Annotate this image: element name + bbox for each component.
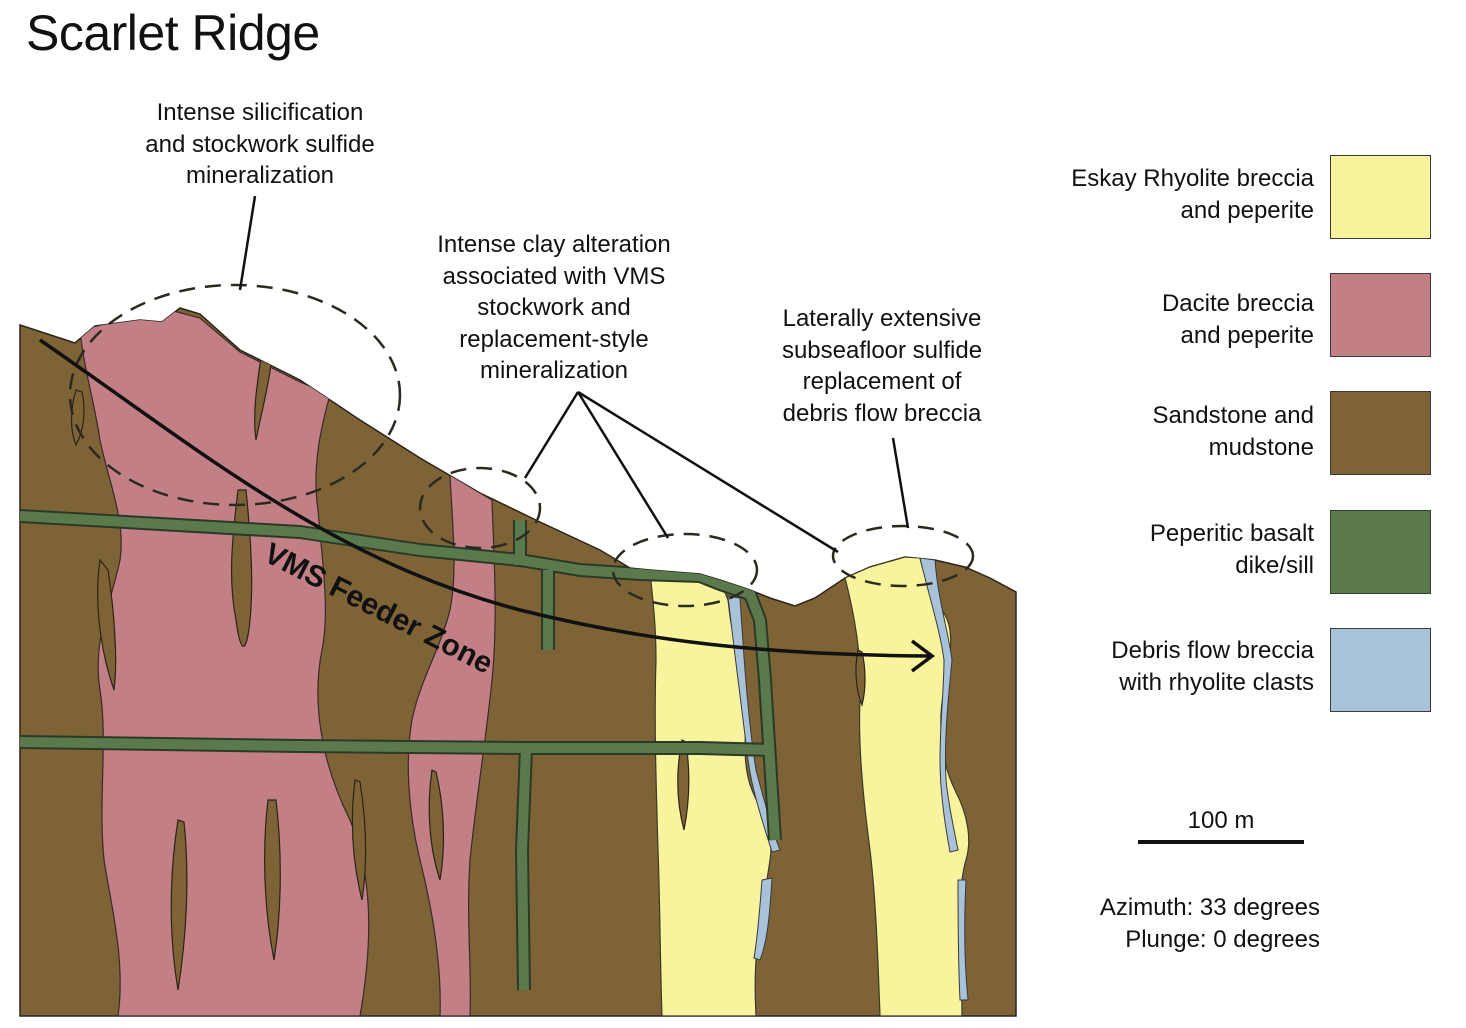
legend-label: Dacite breccia and peperite	[1162, 288, 1314, 351]
clay-zone-outline-2	[611, 532, 759, 608]
legend-label-line: and peperite	[1180, 196, 1314, 224]
debris-flow-sliver	[919, 557, 959, 853]
callout-line: and stockwork sulfide	[145, 130, 375, 158]
callout-line: mineralization	[185, 162, 335, 189]
plunge-text: Plunge: 0 degrees	[1125, 925, 1320, 953]
legend-item-rhyolite: Eskay Rhyolite breccia and peperite	[0, 155, 1466, 245]
sandstone-tongue	[855, 649, 866, 707]
legend-label-line: Sandstone and	[1152, 402, 1314, 429]
sandstone-tongue	[97, 558, 117, 691]
orientation-text: Azimuth: 33 degrees Plunge: 0 degrees	[1100, 892, 1320, 955]
basalt-sills-fill	[20, 511, 780, 991]
callout-line: Laterally extensive	[782, 305, 982, 332]
legend-item-debris-flow: Debris flow breccia with rhyolite clasts	[0, 628, 1466, 718]
sandstone-tongue	[254, 349, 273, 441]
legend-swatch-dacite	[1330, 273, 1431, 357]
arrowhead-icon	[910, 639, 935, 673]
silicification-zone-outline	[68, 283, 402, 507]
callout-line: Intense clay alteration	[437, 231, 671, 258]
debris-flow-sliver	[753, 877, 773, 961]
leader-line	[238, 195, 257, 291]
leader-line	[523, 391, 580, 479]
azimuth-text: Azimuth: 33 degrees	[1099, 894, 1320, 921]
legend-item-dacite: Dacite breccia and peperite	[0, 273, 1466, 363]
sandstone-tongue	[264, 799, 281, 961]
legend-label-line: and peperite	[1180, 321, 1314, 349]
legend-label-line: Debris flow breccia	[1111, 637, 1314, 664]
alteration-outlines	[68, 283, 975, 608]
legend-label: Sandstone and mudstone	[1153, 400, 1314, 463]
callout-line: replacement of	[802, 368, 962, 395]
legend-label: Peperitic basalt dike/sill	[1150, 518, 1314, 581]
page-title: Scarlet Ridge	[26, 5, 320, 61]
sandstone-tongue	[428, 769, 445, 881]
replacement-zone-outline	[831, 524, 975, 588]
sandstone-tongue	[170, 819, 188, 991]
legend-label-line: Eskay Rhyolite breccia	[1071, 165, 1314, 192]
callout-line: associated with VMS	[442, 262, 666, 290]
legend-label-line: mudstone	[1208, 433, 1314, 461]
callout-line: debris flow breccia	[782, 399, 982, 427]
feeder-zone-arrow	[39, 338, 931, 658]
legend-swatch-rhyolite	[1330, 155, 1431, 239]
clay-zone-outline-1	[418, 466, 542, 550]
sandstone-tongue	[677, 739, 690, 831]
legend-label: Debris flow breccia with rhyolite clasts	[1111, 635, 1314, 698]
dacite-body-main	[79, 309, 370, 1016]
scale-bar-label: 100 m	[1187, 807, 1255, 834]
legend-swatch-basalt	[1330, 510, 1431, 594]
callout-line: stockwork and	[477, 294, 631, 321]
clay-alteration-callout: Intense clay alteration associated with …	[404, 229, 704, 387]
debris-flow-sliver	[727, 595, 781, 853]
sandstone-tongue	[351, 779, 367, 901]
leader-line	[576, 391, 670, 539]
leader-line	[577, 390, 839, 554]
legend-label: Eskay Rhyolite breccia and peperite	[1071, 163, 1314, 226]
scale-bar	[1138, 840, 1304, 844]
legend-label-line: Dacite breccia	[1161, 290, 1314, 317]
legend-label-line: Peperitic basalt	[1149, 520, 1314, 547]
legend-swatch-sandstone	[1330, 391, 1431, 475]
replacement-callout: Laterally extensive subseafloor sulfide …	[742, 303, 1022, 429]
legend-item-sandstone: Sandstone and mudstone	[0, 391, 1466, 481]
callout-line: subseafloor sulfide	[781, 336, 983, 364]
callout-line: Intense silicification	[156, 99, 364, 126]
silicification-callout: Intense silicification and stockwork sul…	[110, 97, 410, 192]
leader-line	[891, 437, 910, 529]
legend-label-line: dike/sill	[1235, 551, 1314, 579]
leader-lines	[238, 195, 910, 554]
legend-swatch-debris-flow	[1330, 628, 1431, 712]
debris-flow-sliver	[957, 879, 969, 1001]
callout-line: replacement-style	[459, 325, 649, 353]
legend-item-basalt: Peperitic basalt dike/sill	[0, 510, 1466, 600]
callout-line: mineralization	[479, 357, 629, 384]
legend-label-line: with rhyolite clasts	[1119, 668, 1314, 696]
